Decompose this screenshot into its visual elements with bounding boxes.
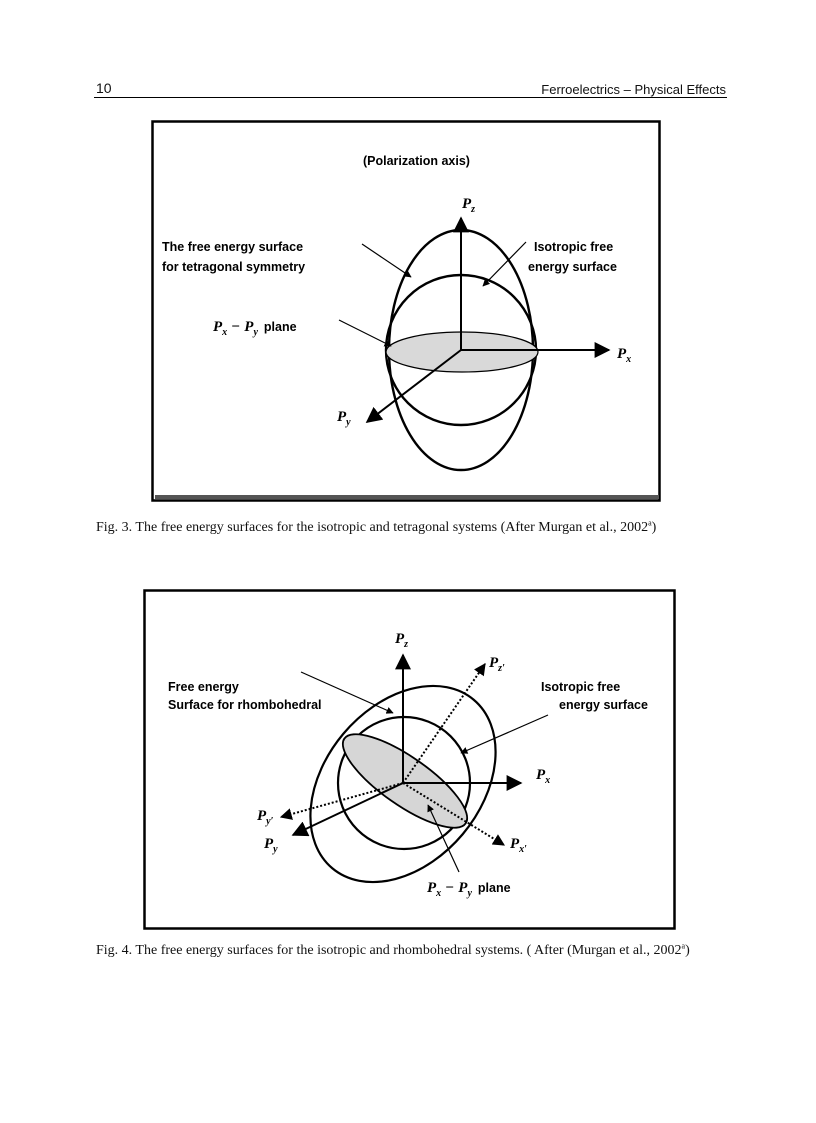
page-number: 10 (96, 80, 112, 96)
header-rule (94, 97, 727, 98)
plane-pointer (338, 319, 392, 347)
figure-3-frame-shadow (155, 495, 659, 499)
isotropic-pointer (482, 241, 527, 287)
isotropic-label-line1: Isotropic free (534, 240, 613, 254)
py-axis-4 (291, 782, 404, 837)
px-prime-label: Px′ (510, 836, 527, 855)
polarization-axis-label: (Polarization axis) (363, 154, 470, 168)
py-prime-axis (279, 782, 404, 820)
figure-3-caption: Fig. 3. The free energy surfaces for the… (96, 518, 657, 535)
isotropic-label-line2: energy surface (528, 260, 617, 274)
py-axis-label: Py (337, 409, 351, 428)
tetragonal-pointer (361, 243, 412, 278)
pz-axis-label: Pz (462, 196, 475, 215)
tetragonal-label-line2: for tetragonal symmetry (162, 260, 305, 274)
isotropic-label-4-line2: energy surface (559, 698, 648, 712)
rhombohedral-surface (309, 684, 497, 884)
figure-4: Pz Pz′ Px Px′ Py′ Py Free energy Surface… (143, 589, 676, 930)
figure-3-frame (151, 120, 661, 502)
pz-prime-label: Pz′ (489, 655, 505, 674)
figure-3-diagram: (Polarization axis) Pz Px Py The free en… (151, 120, 661, 502)
figure-4-diagram: Pz Pz′ Px Px′ Py′ Py Free energy Surface… (143, 589, 676, 930)
pz-prime-axis (402, 663, 486, 784)
tetragonal-label-line1: The free energy surface (162, 240, 303, 254)
rhombohedral-label-line1: Free energy (168, 680, 239, 694)
pz-axis-label-4: Pz (395, 631, 408, 650)
isotropic-pointer-4 (460, 714, 549, 754)
px-axis-label-4: Px (536, 767, 550, 786)
figure-4-caption: Fig. 4. The free energy surfaces for the… (96, 941, 690, 958)
running-title: Ferroelectrics – Physical Effects (541, 82, 726, 97)
plane-pointer-4 (427, 804, 460, 873)
py-axis-label-4: Py (264, 836, 278, 855)
px-py-plane-4 (341, 733, 469, 829)
figure-3: (Polarization axis) Pz Px Py The free en… (151, 120, 661, 502)
py-axis (365, 349, 462, 423)
isotropic-label-4-line1: Isotropic free (541, 680, 620, 694)
px-axis-label: Px (617, 346, 631, 365)
rhombohedral-pointer (300, 671, 394, 714)
rhombohedral-label-line2: Surface for rhombohedral (168, 698, 322, 712)
py-prime-label: Py′ (257, 808, 274, 827)
